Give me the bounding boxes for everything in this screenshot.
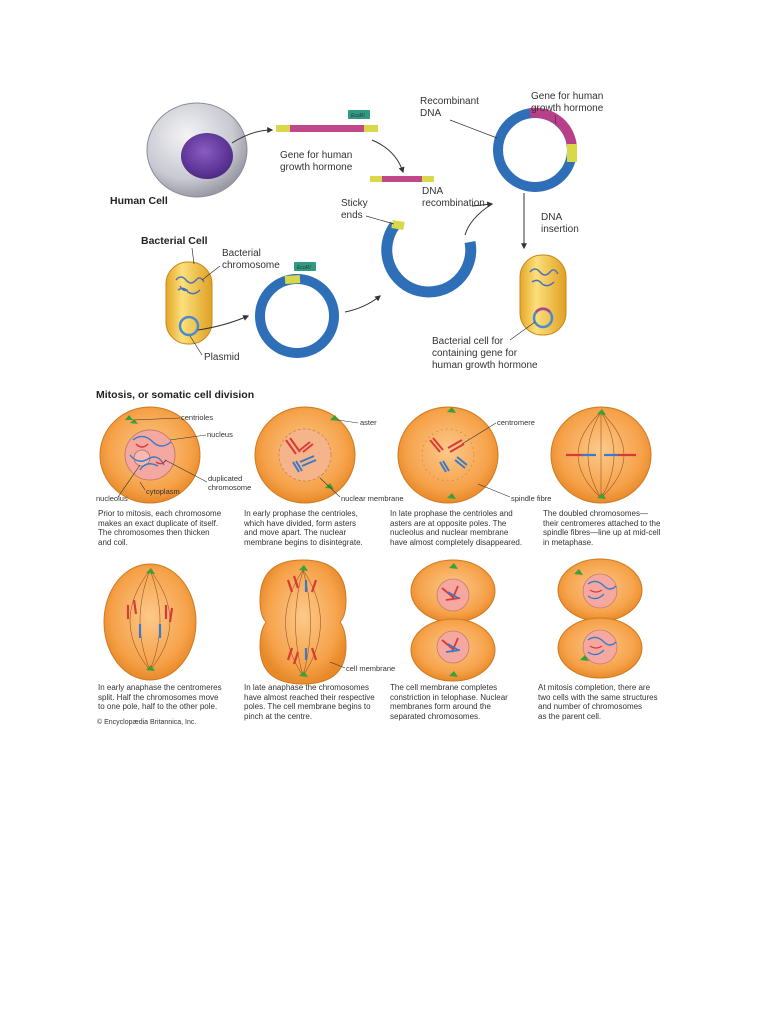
gene-label-line1: Gene for human	[280, 150, 352, 161]
caption-3-line1: In late prophase the centrioles and	[390, 509, 513, 518]
caption-4: The doubled chromosomes— their centromer…	[543, 509, 660, 547]
dna-recombination-line1: DNA	[422, 186, 443, 197]
caption-1: Prior to mitosis, each chromosome makes …	[98, 509, 221, 547]
stage-early-anaphase	[103, 563, 197, 681]
caption-6-line4: pinch at the centre.	[244, 711, 313, 721]
caption-7-line4: separated chromosomes.	[390, 711, 481, 721]
lbl-nucleolus: nucleolus	[96, 494, 128, 503]
caption-8: At mitosis completion, there are two cel…	[538, 683, 658, 721]
stage-telophase	[410, 559, 496, 682]
caption-6-line3: poles. The cell membrane begins to	[244, 702, 371, 712]
copyright-notice: © Encyclopædia Britannica, Inc.	[97, 719, 197, 726]
open-plasmid	[381, 220, 477, 298]
caption-1-line4: and coil.	[98, 537, 128, 547]
ecori-label-1: EcoRI	[351, 113, 365, 119]
ecori-label-2: EcoRI	[297, 265, 311, 271]
sticky-ends-line1: Sticky	[341, 198, 368, 209]
stage-interphase	[99, 406, 201, 504]
caption-7: The cell membrane completes constriction…	[390, 683, 508, 721]
ecori-enzyme-2	[294, 262, 316, 271]
caption-5-line1: In early anaphase the centromeres	[98, 683, 222, 692]
caption-2-line3: and move apart. The nuclear	[244, 528, 347, 538]
recombinant-plasmid	[493, 107, 578, 192]
caption-5-line2: split. Half the chromosomes move	[98, 692, 219, 702]
bacterial-chromosome-line1: Bacterial	[222, 248, 261, 259]
lbl-nuclear-membrane: nuclear membrane	[341, 494, 404, 503]
caption-5: In early anaphase the centromeres split.…	[98, 683, 222, 712]
caption-8-line3: and number of chromosomes	[538, 702, 643, 712]
lbl-aster: aster	[360, 418, 377, 427]
stage-late-anaphase	[259, 559, 347, 685]
caption-7-line3: membranes form around the	[390, 702, 491, 712]
lbl-spindle-fibre: spindle fibre	[511, 494, 551, 503]
caption-1-line3: The chromosomes then thicken	[98, 528, 210, 538]
mitosis-title: Mitosis, or somatic cell division	[96, 389, 254, 401]
lbl-centromere: centromere	[497, 418, 535, 427]
caption-2: In early prophase the centrioles, which …	[244, 509, 363, 547]
stage-metaphase	[550, 406, 652, 504]
lbl-nucleus: nucleus	[207, 430, 233, 439]
caption-2-line2: which have divided, form asters	[244, 518, 357, 528]
lbl-duplicated-2: chromosome	[208, 483, 251, 492]
sticky-ends-line2: ends	[341, 210, 363, 221]
dna-insertion-line1: DNA	[541, 212, 562, 223]
gene-segment: EcoRI	[276, 110, 378, 132]
bacterial-cell-for-line1: Bacterial cell for	[432, 336, 504, 347]
caption-5-line3: to one pole, half to the other pole.	[98, 702, 218, 712]
bacterial-chromosome-line2: chromosome	[222, 260, 280, 271]
caption-4-line3: spindle fibres—line up at mid-cell	[543, 528, 661, 538]
caption-6-line2: have almost reached their respective	[244, 692, 375, 702]
stage-completion	[557, 558, 643, 679]
lbl-cytoplasm: cytoplasm	[146, 487, 180, 496]
caption-7-line2: constriction in telophase. Nuclear	[390, 692, 508, 702]
caption-4-line2: their centromeres attached to the	[543, 518, 661, 528]
plasmid-label: Plasmid	[204, 352, 240, 363]
gene-top-line2: growth hormone	[531, 103, 604, 114]
caption-2-line1: In early prophase the centrioles,	[244, 509, 358, 518]
bacterial-cell-for-line2: containing gene for	[432, 348, 518, 359]
recombinant-dna-line1: Recombinant	[420, 96, 479, 107]
caption-4-line4: in metaphase.	[543, 537, 594, 547]
caption-3-line2: asters are at opposite poles. The	[390, 518, 507, 528]
gene-top-line1: Gene for human	[531, 91, 603, 102]
bacterial-cell	[165, 261, 213, 345]
bacterial-cell-label: Bacterial Cell	[141, 235, 208, 247]
caption-8-line1: At mitosis completion, there are	[538, 683, 651, 692]
caption-8-line2: two cells with the same structures	[538, 692, 658, 702]
lbl-cell-membrane: cell membrane	[346, 664, 395, 673]
caption-7-line1: The cell membrane completes	[390, 683, 498, 692]
caption-3-line4: have almost completely disappeared.	[390, 537, 523, 547]
caption-6: In late anaphase the chromosomes have al…	[244, 683, 375, 721]
caption-1-line2: makes an exact duplicate of itself.	[98, 518, 219, 528]
caption-3-line3: nucleolus and nuclear membrane	[390, 528, 509, 538]
bacterial-cell-for-line3: human growth hormone	[432, 360, 538, 371]
stage-late-prophase	[397, 406, 499, 504]
caption-2-line4: membrane begins to disintegrate.	[244, 537, 363, 547]
dna-insertion-line2: insertion	[541, 224, 579, 235]
human-cell	[146, 102, 248, 198]
caption-8-line4: as the parent cell.	[538, 711, 602, 721]
recombinant-dna-line2: DNA	[420, 108, 441, 119]
caption-1-line1: Prior to mitosis, each chromosome	[98, 509, 222, 518]
lbl-duplicated-1: duplicated	[208, 474, 242, 483]
caption-6-line1: In late anaphase the chromosomes	[244, 683, 369, 692]
gene-sticky-segment	[370, 176, 434, 182]
gene-label-line2: growth hormone	[280, 162, 353, 173]
caption-4-line1: The doubled chromosomes—	[543, 509, 648, 518]
stage-early-prophase	[254, 406, 356, 504]
human-cell-label: Human Cell	[110, 195, 168, 207]
lbl-centrioles: centrioles	[181, 413, 213, 422]
dna-recombination-line2: recombination	[422, 198, 485, 209]
plasmid-ring: EcoRI	[255, 262, 339, 358]
recombinant-bacterial-cell	[519, 254, 567, 336]
caption-3: In late prophase the centrioles and aste…	[390, 509, 522, 547]
recombinant-dna-diagram: Human Cell EcoRI Gene for human growth h…	[110, 91, 604, 371]
ecori-enzyme	[348, 110, 370, 119]
